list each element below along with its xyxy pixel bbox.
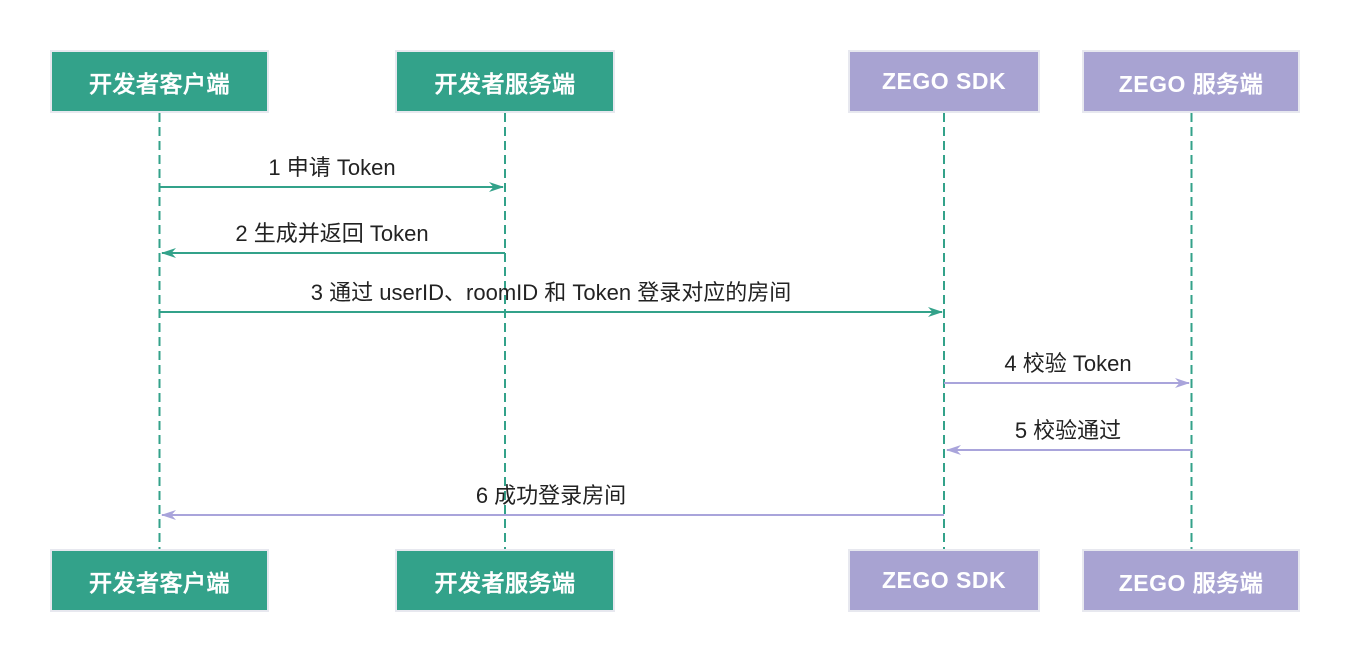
actor-bottom-zego-server: ZEGO 服务端 <box>1082 549 1300 612</box>
message-label-4: 4 校验 Token <box>1004 351 1132 376</box>
actor-top-zego-server: ZEGO 服务端 <box>1082 50 1300 113</box>
actor-top-dev-server: 开发者服务端 <box>395 50 615 113</box>
message-label-5: 5 校验通过 <box>1014 418 1122 443</box>
message-label-2: 2 生成并返回 Token <box>235 221 429 246</box>
actor-top-dev-client: 开发者客户端 <box>50 50 269 113</box>
message-label-6: 6 成功登录房间 <box>475 483 627 508</box>
actor-top-zego-sdk: ZEGO SDK <box>848 50 1040 113</box>
actor-bottom-dev-client: 开发者客户端 <box>50 549 269 612</box>
actor-bottom-dev-server: 开发者服务端 <box>395 549 615 612</box>
message-label-3: 3 通过 userID、roomID 和 Token 登录对应的房间 <box>310 280 792 305</box>
actor-bottom-zego-sdk: ZEGO SDK <box>848 549 1040 612</box>
message-label-1: 1 申请 Token <box>268 155 396 180</box>
